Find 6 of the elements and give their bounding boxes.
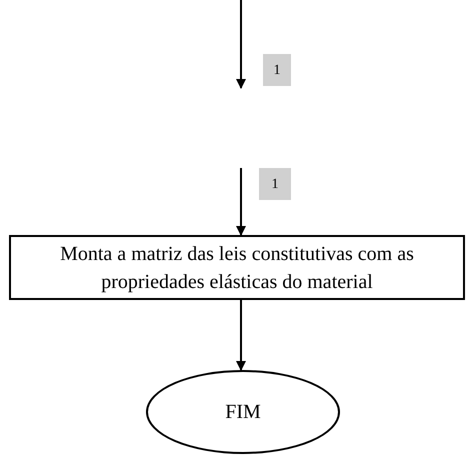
process-box: Monta a matriz das leis constitutivas com as propriedades elásticas do material xyxy=(9,235,465,300)
terminal-ellipse: FIM xyxy=(146,370,340,454)
connector-tag: 1 xyxy=(263,54,291,86)
connector-tag: 1 xyxy=(259,168,291,200)
arrow xyxy=(236,300,246,371)
arrow xyxy=(236,168,246,236)
